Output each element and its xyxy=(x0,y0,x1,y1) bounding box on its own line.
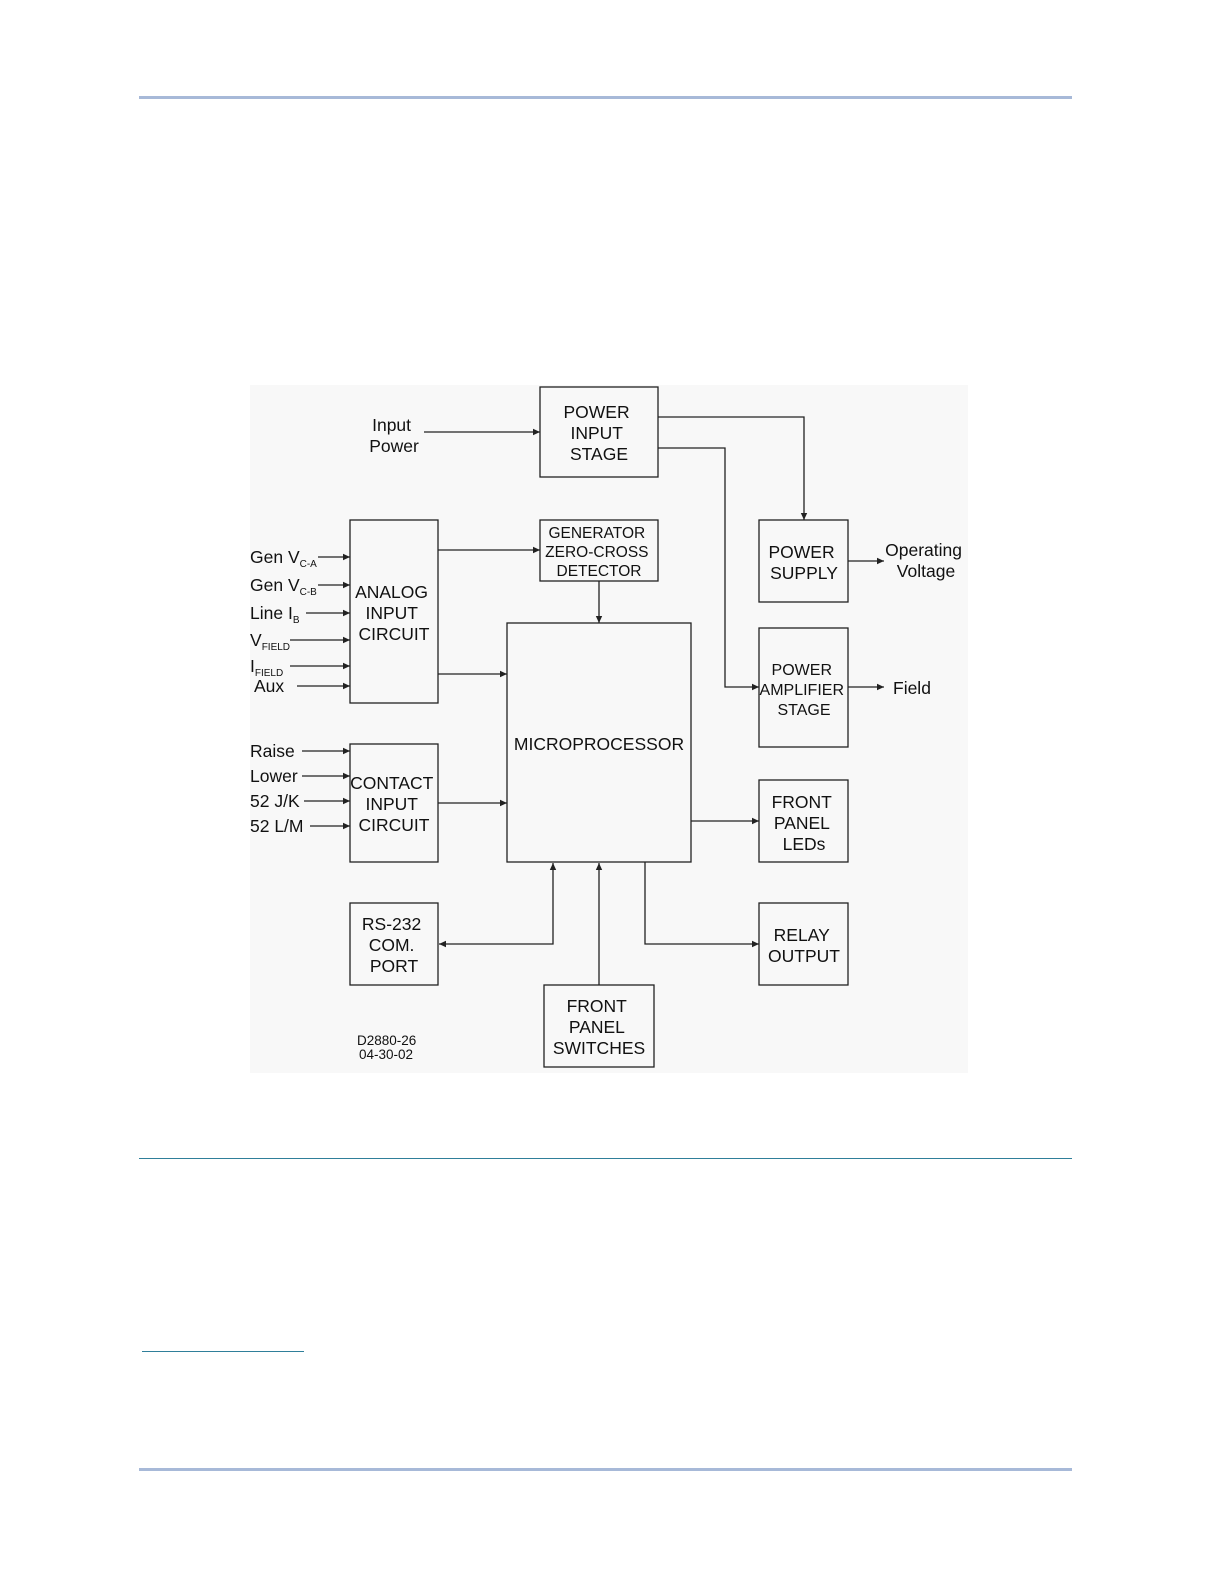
field-label: Field xyxy=(893,678,931,698)
wire-to-power-supply xyxy=(658,416,808,520)
contact-input-label: 52 J/K xyxy=(250,791,300,811)
microprocessor-label: MICROPROCESSOR xyxy=(514,734,684,754)
analog-input-label: Gen VC-A xyxy=(250,547,317,570)
front-panel-switches-label: FRONT PANEL SWITCHES xyxy=(553,996,645,1058)
rs232-port-block xyxy=(349,902,439,986)
rs232-port-label: RS-232 COM. PORT xyxy=(362,914,426,976)
power-amplifier-label: POWER AMPLIFIER STAGE xyxy=(760,662,849,719)
power-supply-label: POWER SUPPLY xyxy=(769,542,840,583)
input-power-label: Input Power xyxy=(369,415,419,456)
power-input-stage-label: POWER INPUT STAGE xyxy=(564,402,635,464)
contact-input-label: CONTACT INPUT CIRCUIT xyxy=(350,773,438,835)
contact-input-wires xyxy=(302,747,350,830)
signal-labels: Input Power Operating Voltage Field xyxy=(369,415,967,698)
contact-input-block xyxy=(349,743,439,863)
front-panel-leds-block xyxy=(758,779,849,863)
analog-input-label: Gen VC-B xyxy=(250,575,317,598)
drawing-date: 04-30-02 xyxy=(359,1047,413,1062)
analog-input-block xyxy=(349,519,439,704)
contact-input-label: 52 L/M xyxy=(250,816,304,836)
blocks xyxy=(349,386,849,1068)
contact-input-label: Lower xyxy=(250,766,298,786)
power-amplifier-block xyxy=(758,627,849,748)
operating-voltage-label: Operating Voltage xyxy=(885,540,967,581)
relay-output-block xyxy=(758,902,849,986)
connections xyxy=(424,416,884,985)
wire-micro-to-relay xyxy=(644,862,759,948)
front-panel-leds-label: FRONT PANEL LEDs xyxy=(772,792,837,854)
header-rule xyxy=(139,96,1072,99)
footer-rule xyxy=(139,1468,1072,1471)
analog-input-label: Line IB xyxy=(250,603,300,626)
analog-input-label: IFIELD xyxy=(250,656,283,679)
power-input-stage-block xyxy=(539,386,659,478)
wire-to-power-amplifier xyxy=(658,447,759,691)
front-panel-switches-block xyxy=(543,984,655,1068)
analog-input-label: ANALOG INPUT CIRCUIT xyxy=(355,582,433,644)
power-supply-block xyxy=(758,519,849,603)
zero-cross-detector-label: GENERATOR ZERO-CROSS DETECTOR xyxy=(545,525,653,580)
analog-input-wires xyxy=(290,553,350,690)
block-labels: POWER INPUT STAGE GENERATOR ZERO-CROSS D… xyxy=(350,402,849,1058)
drawing-number: D2880-26 xyxy=(357,1033,416,1048)
analog-input-label: Aux xyxy=(254,676,284,696)
footnote-rule xyxy=(142,1351,304,1352)
section-rule xyxy=(139,1158,1072,1159)
wire-micro-rs232 xyxy=(439,863,557,948)
contact-input-label: Raise xyxy=(250,741,295,761)
relay-output-label: RELAY OUTPUT xyxy=(768,925,840,966)
microprocessor-block xyxy=(506,622,692,863)
zero-cross-detector-block xyxy=(539,519,659,582)
analog-input-label: VFIELD xyxy=(250,630,290,653)
